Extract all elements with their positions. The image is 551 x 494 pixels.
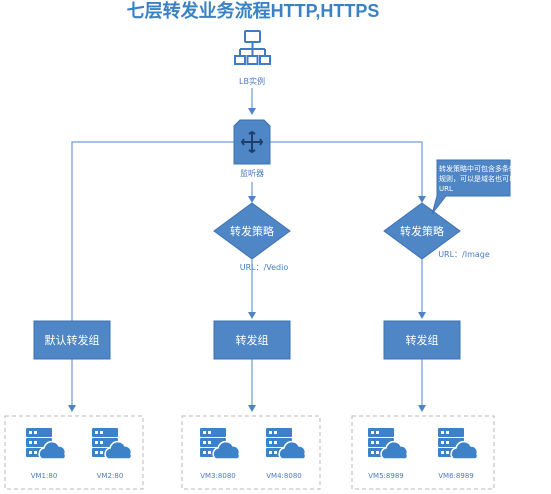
- callout-line-2: 规则，可以是域名也可以是: [439, 174, 523, 183]
- group-3-label: 转发组: [406, 333, 439, 347]
- policy-callout: 转发策略中可包含多条转发 规则，可以是域名也可以是 URL: [431, 159, 523, 215]
- vm-icons: [26, 428, 479, 460]
- vm-server-cloud-icon: [200, 428, 241, 460]
- listener-node[interactable]: [233, 119, 271, 165]
- connector-listener-default-group: [68, 141, 234, 412]
- lb-instance-label: LB实例: [239, 76, 265, 86]
- policy-1-url: URL：/Vedio: [240, 263, 289, 272]
- vm-server-cloud-icon: [438, 428, 479, 460]
- policy-2-url: URL：/Image: [438, 250, 490, 259]
- policy-1-label: 转发策略: [230, 224, 274, 238]
- listener-icon: [240, 130, 264, 154]
- vm-server-cloud-icon: [266, 428, 307, 460]
- vm-server-cloud-icon: [26, 428, 67, 460]
- forward-group-2[interactable]: 转发组: [213, 320, 291, 360]
- vm-server-cloud-icon: [92, 428, 133, 460]
- callout-line-1: 转发策略中可包含多条转发: [439, 164, 523, 173]
- vm-container-1: [4, 415, 144, 490]
- vm-server-cloud-icon: [368, 428, 409, 460]
- vm-2-label: VM2:80: [97, 472, 124, 480]
- vm-3-label: VM3:8080: [200, 472, 235, 480]
- lb-instance-icon: [234, 30, 271, 65]
- listener-label: 监听器: [240, 168, 264, 178]
- callout-line-3: URL: [439, 185, 453, 193]
- vm-container-3: [351, 415, 495, 490]
- default-group-label: 默认转发组: [45, 333, 100, 347]
- connector-listener-policy-2: [270, 141, 426, 203]
- vm-6-label: VM6:8989: [438, 472, 473, 480]
- forward-group-3[interactable]: 转发组: [383, 320, 461, 360]
- diagram-title: 七层转发业务流程HTTP,HTTPS: [127, 0, 380, 21]
- forward-policy-1[interactable]: 转发策略: [213, 202, 291, 260]
- vm-5-label: VM5:8989: [368, 472, 403, 480]
- vm-1-label: VM1:80: [31, 472, 58, 480]
- forward-policy-2[interactable]: 转发策略: [383, 202, 461, 260]
- default-forward-group[interactable]: 默认转发组: [33, 320, 111, 360]
- policy-2-label: 转发策略: [400, 224, 444, 238]
- vm-container-2: [181, 415, 321, 490]
- group-2-label: 转发组: [236, 333, 269, 347]
- vm-4-label: VM4:8080: [266, 472, 301, 480]
